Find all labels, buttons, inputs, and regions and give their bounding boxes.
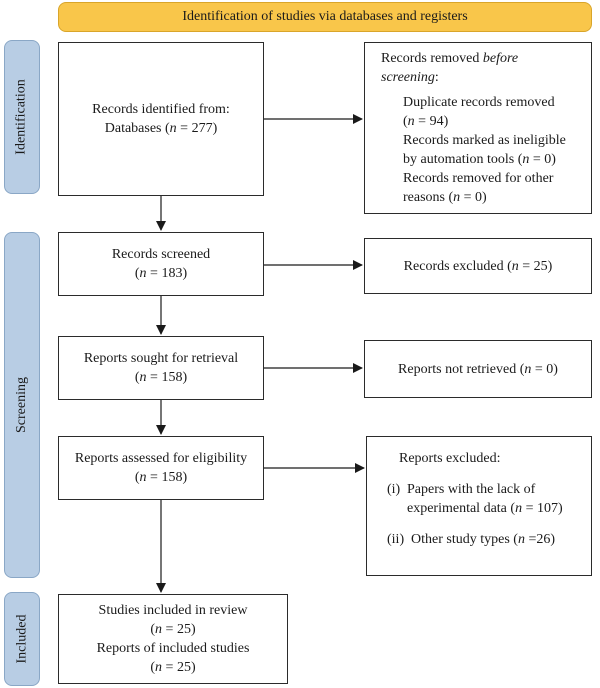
text: = 183) <box>146 266 188 281</box>
item-number: (ii) <box>387 532 405 547</box>
stage-identification-label: Identification <box>14 79 30 155</box>
n-symbol: n <box>169 121 177 136</box>
text: Records excluded ( <box>403 258 512 274</box>
item-number: (i) <box>387 482 401 497</box>
identification-header: Identification of studies via databases … <box>58 2 592 32</box>
reports-excluded-title: Reports excluded: <box>399 451 501 466</box>
reports-included-label: Reports of included studies <box>96 641 250 656</box>
reports-not-retrieved-box: Reports not retrieved (n = 0) <box>364 340 592 398</box>
records-identified-box: Records identified from: Databases (n = … <box>58 42 264 196</box>
text: n <box>155 660 163 675</box>
text: reasons ( <box>403 190 454 205</box>
text: = 25) <box>162 660 196 675</box>
text: n <box>139 470 147 485</box>
text: n <box>453 190 461 205</box>
text: n <box>515 501 523 516</box>
header-title: Identification of studies via databases … <box>182 9 468 24</box>
text: = 158) <box>146 370 188 385</box>
records-excluded-text: Records excluded (n = 25) <box>404 257 553 276</box>
stage-identification: Identification <box>4 40 40 194</box>
records-removed-title-cont: screening: <box>381 68 583 87</box>
text: by automation tools ( <box>403 152 523 167</box>
records-removed-box: Records removed before screening: Duplic… <box>364 42 592 214</box>
text: ( <box>403 114 408 129</box>
text: screening <box>381 70 435 85</box>
text: : <box>434 70 439 85</box>
ineligible-records-label: Records marked as ineligible <box>403 133 566 148</box>
records-screened-label: Records screened <box>111 247 211 262</box>
other-removed-count: reasons (n = 0) <box>381 188 583 207</box>
text: Records removed <box>381 51 483 66</box>
duplicate-records-label: Duplicate records removed <box>403 95 555 110</box>
studies-included-label: Studies included in review <box>98 603 248 618</box>
exclusion-item-2: (ii) Other study types (n =26) <box>387 530 583 549</box>
text: Reports not retrieved ( <box>398 361 525 377</box>
text: = 94) <box>414 114 449 129</box>
text: = 277) <box>176 121 218 136</box>
stage-screening: Screening <box>4 232 40 578</box>
text: n <box>517 532 525 547</box>
reports-sought-count: (n = 158) <box>135 368 187 387</box>
records-excluded-box: Records excluded (n = 25) <box>364 238 592 294</box>
text: n <box>524 361 532 377</box>
text: n <box>522 152 530 167</box>
text: Databases ( <box>104 121 170 136</box>
records-screened-box: Records screened (n = 183) <box>58 232 264 296</box>
exclusion-item-1: (i) Papers with the lack of experimental… <box>387 480 583 518</box>
reports-excluded-box: Reports excluded: (i) Papers with the la… <box>366 436 592 576</box>
text: Other study types ( <box>411 532 518 547</box>
records-screened-count: (n = 183) <box>135 264 187 283</box>
text: n <box>511 258 519 274</box>
text: experimental data ( <box>407 501 516 516</box>
studies-included-box: Studies included in review (n = 25) Repo… <box>58 594 288 684</box>
text: = 25) <box>518 258 553 274</box>
duplicate-records-count: (n = 94) <box>381 112 583 131</box>
reports-assessed-count: (n = 158) <box>135 468 187 487</box>
text: = 25) <box>162 622 196 637</box>
reports-not-retrieved-text: Reports not retrieved (n = 0) <box>398 360 558 379</box>
reports-assessed-box: Reports assessed for eligibility (n = 15… <box>58 436 264 500</box>
text: ( <box>150 622 156 637</box>
item-count: experimental data (n = 107) <box>407 499 563 518</box>
reports-sought-box: Reports sought for retrieval (n = 158) <box>58 336 264 400</box>
records-identified-title: Records identified from: <box>92 102 230 117</box>
ineligible-records-count: by automation tools (n = 0) <box>381 150 583 169</box>
stage-screening-label: Screening <box>14 377 30 433</box>
stage-included-label: Included <box>14 614 30 664</box>
text: ( <box>134 370 140 385</box>
text: ( <box>134 266 140 281</box>
text: n <box>139 266 147 281</box>
stage-included: Included <box>4 592 40 686</box>
text: n <box>139 370 147 385</box>
text: before <box>482 51 519 66</box>
text: n <box>155 622 163 637</box>
reports-included-count: (n = 25) <box>150 658 195 677</box>
text: = 158) <box>146 470 188 485</box>
item-count: Other study types (n =26) <box>411 530 555 549</box>
records-identified-count: Databases (n = 277) <box>105 119 217 138</box>
text: n <box>407 114 415 129</box>
text: = 0) <box>460 190 487 205</box>
text: =26) <box>524 532 555 547</box>
reports-sought-label: Reports sought for retrieval <box>83 351 239 366</box>
records-removed-title: Records removed before <box>381 49 583 68</box>
text: ( <box>150 660 156 675</box>
text: = 0) <box>529 152 556 167</box>
text: ( <box>134 470 140 485</box>
reports-assessed-label: Reports assessed for eligibility <box>74 451 248 466</box>
item-text: Papers with the lack of <box>407 482 536 497</box>
text: = 0) <box>531 361 558 377</box>
other-removed-label: Records removed for other <box>403 171 554 186</box>
text: = 107) <box>522 501 563 516</box>
studies-included-count: (n = 25) <box>150 620 195 639</box>
